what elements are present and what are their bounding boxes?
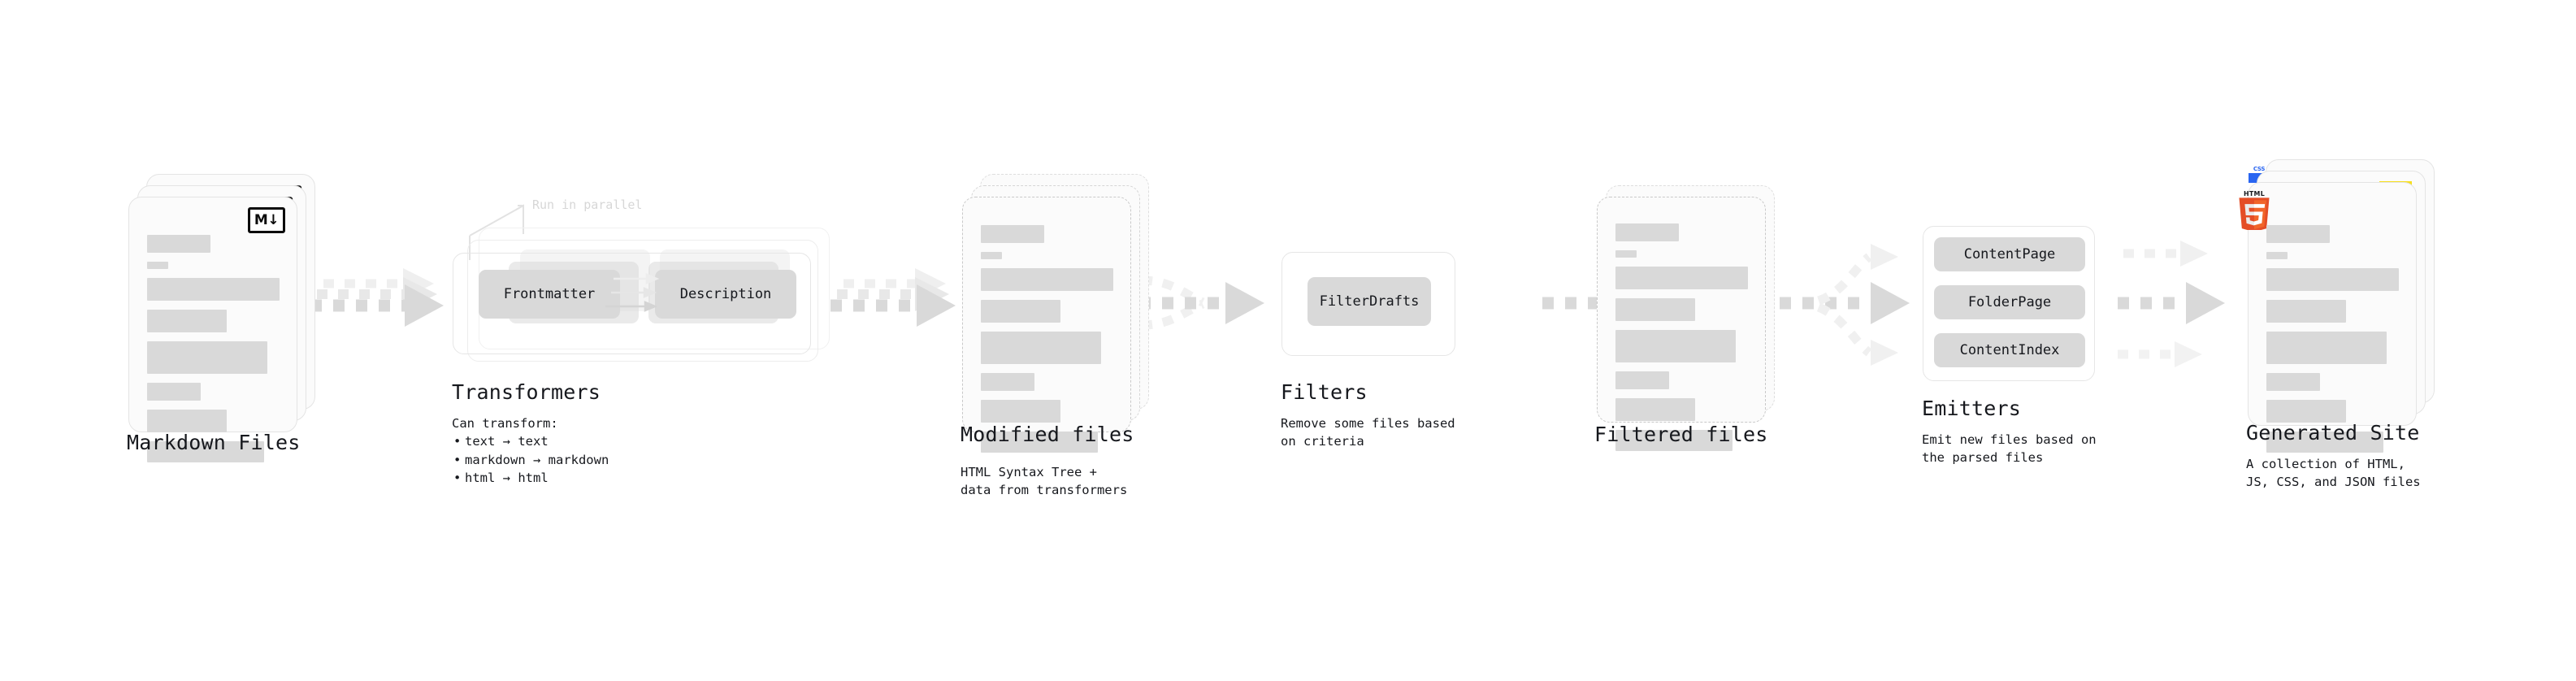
skeleton-bar — [1615, 250, 1637, 258]
modified-file-card-front — [962, 197, 1131, 453]
skeleton-bar — [981, 373, 1034, 391]
skeleton-bar — [2266, 268, 2399, 291]
skeleton-bar — [1615, 430, 1733, 451]
skeleton-bar — [2266, 432, 2383, 453]
stage-title-transformers: Transformers — [452, 380, 601, 404]
skeleton-bar — [147, 235, 210, 253]
generated-file-card-html: HTML — [2239, 182, 2417, 453]
skeleton-bar — [1615, 398, 1695, 421]
filters-group: FilterDrafts — [1281, 252, 1455, 356]
transformers-lead: Can transform: — [452, 416, 558, 431]
transformer-chip-frontmatter[interactable]: Frontmatter — [479, 270, 620, 319]
skeleton-bar — [981, 225, 1044, 243]
filtered-file-card-front — [1597, 197, 1766, 451]
stage-title-filtered-files: Filtered files — [1594, 423, 1768, 446]
skeleton-bar — [147, 262, 168, 269]
skeleton-bar — [2266, 373, 2320, 391]
skeleton-bar — [147, 310, 227, 332]
skeleton-bar — [981, 252, 1002, 259]
stage-title-generated-site: Generated Site — [2246, 421, 2420, 445]
skeleton-bars — [1615, 223, 1748, 460]
emitter-chip-contentpage[interactable]: ContentPage — [1934, 237, 2085, 271]
connector-emitters-to-site — [2118, 241, 2225, 367]
skeleton-bar — [981, 432, 1098, 453]
svg-text:HTML: HTML — [2244, 191, 2265, 197]
skeleton-bar — [2266, 300, 2346, 323]
skeleton-bar — [2266, 252, 2288, 259]
skeleton-bar — [147, 441, 264, 462]
skeleton-bar — [147, 278, 280, 301]
skeleton-bar — [2266, 332, 2387, 364]
skeleton-bar — [1615, 267, 1748, 289]
connector-markdown-to-transformers — [310, 268, 444, 327]
modified-files-description: HTML Syntax Tree + data from transformer… — [961, 465, 1128, 498]
stage-title-modified-files: Modified files — [961, 423, 1134, 446]
emitter-chip-folderpage[interactable]: FolderPage — [1934, 285, 2085, 319]
skeleton-bar — [981, 300, 1060, 323]
stage-title-emitters: Emitters — [1922, 397, 2022, 420]
skeleton-bar — [1615, 330, 1736, 362]
skeleton-bar — [1615, 223, 1679, 241]
skeleton-bars — [981, 225, 1113, 462]
css-badge-label: CSS — [2253, 166, 2266, 172]
skeleton-bar — [2266, 400, 2346, 423]
connector-modified-to-filters — [1139, 275, 1264, 330]
transformers-bullet-list: text → text markdown → markdown html → h… — [452, 432, 609, 488]
run-in-parallel-label: Run in parallel — [532, 197, 643, 212]
markdown-file-card-front: M↓ — [128, 197, 297, 462]
skeleton-bar — [2266, 225, 2330, 243]
connector-transformers-to-modified — [830, 268, 956, 327]
skeleton-bar — [147, 410, 227, 432]
transformer-layer-front: Frontmatter Description — [453, 253, 811, 354]
transformers-description: Can transform: text → text markdown → ma… — [452, 414, 609, 488]
emitters-description: Emit new files based on the parsed files — [1922, 432, 2097, 466]
skeleton-bar — [147, 341, 267, 374]
skeleton-bars — [147, 235, 280, 471]
skeleton-bar — [981, 332, 1101, 364]
filter-chip-filterdrafts[interactable]: FilterDrafts — [1308, 277, 1431, 326]
skeleton-bar — [1615, 298, 1695, 321]
markdown-badge: M↓ — [248, 207, 285, 233]
html5-icon: HTML — [2237, 190, 2271, 232]
filters-description: Remove some files based on criteria — [1281, 416, 1455, 449]
emitters-group: ContentPage FolderPage ContentIndex — [1923, 226, 2095, 381]
skeleton-bar — [981, 400, 1060, 423]
stage-title-markdown-files: Markdown Files — [127, 431, 301, 454]
stage-title-filters: Filters — [1281, 380, 1368, 404]
skeleton-bars — [2266, 225, 2399, 462]
skeleton-bar — [981, 268, 1113, 291]
generated-site-description: A collection of HTML, JS, CSS, and JSON … — [2246, 457, 2421, 490]
skeleton-bar — [1615, 371, 1669, 389]
transformers-bullet: text → text — [453, 432, 609, 451]
skeleton-bar — [147, 383, 201, 401]
transformers-bullet: html → html — [453, 469, 609, 488]
connector-filtered-to-emitters — [1780, 244, 1910, 366]
transformers-bullet: markdown → markdown — [453, 451, 609, 470]
emitter-chip-contentindex[interactable]: ContentIndex — [1934, 333, 2085, 367]
transformer-chip-description[interactable]: Description — [655, 270, 796, 319]
